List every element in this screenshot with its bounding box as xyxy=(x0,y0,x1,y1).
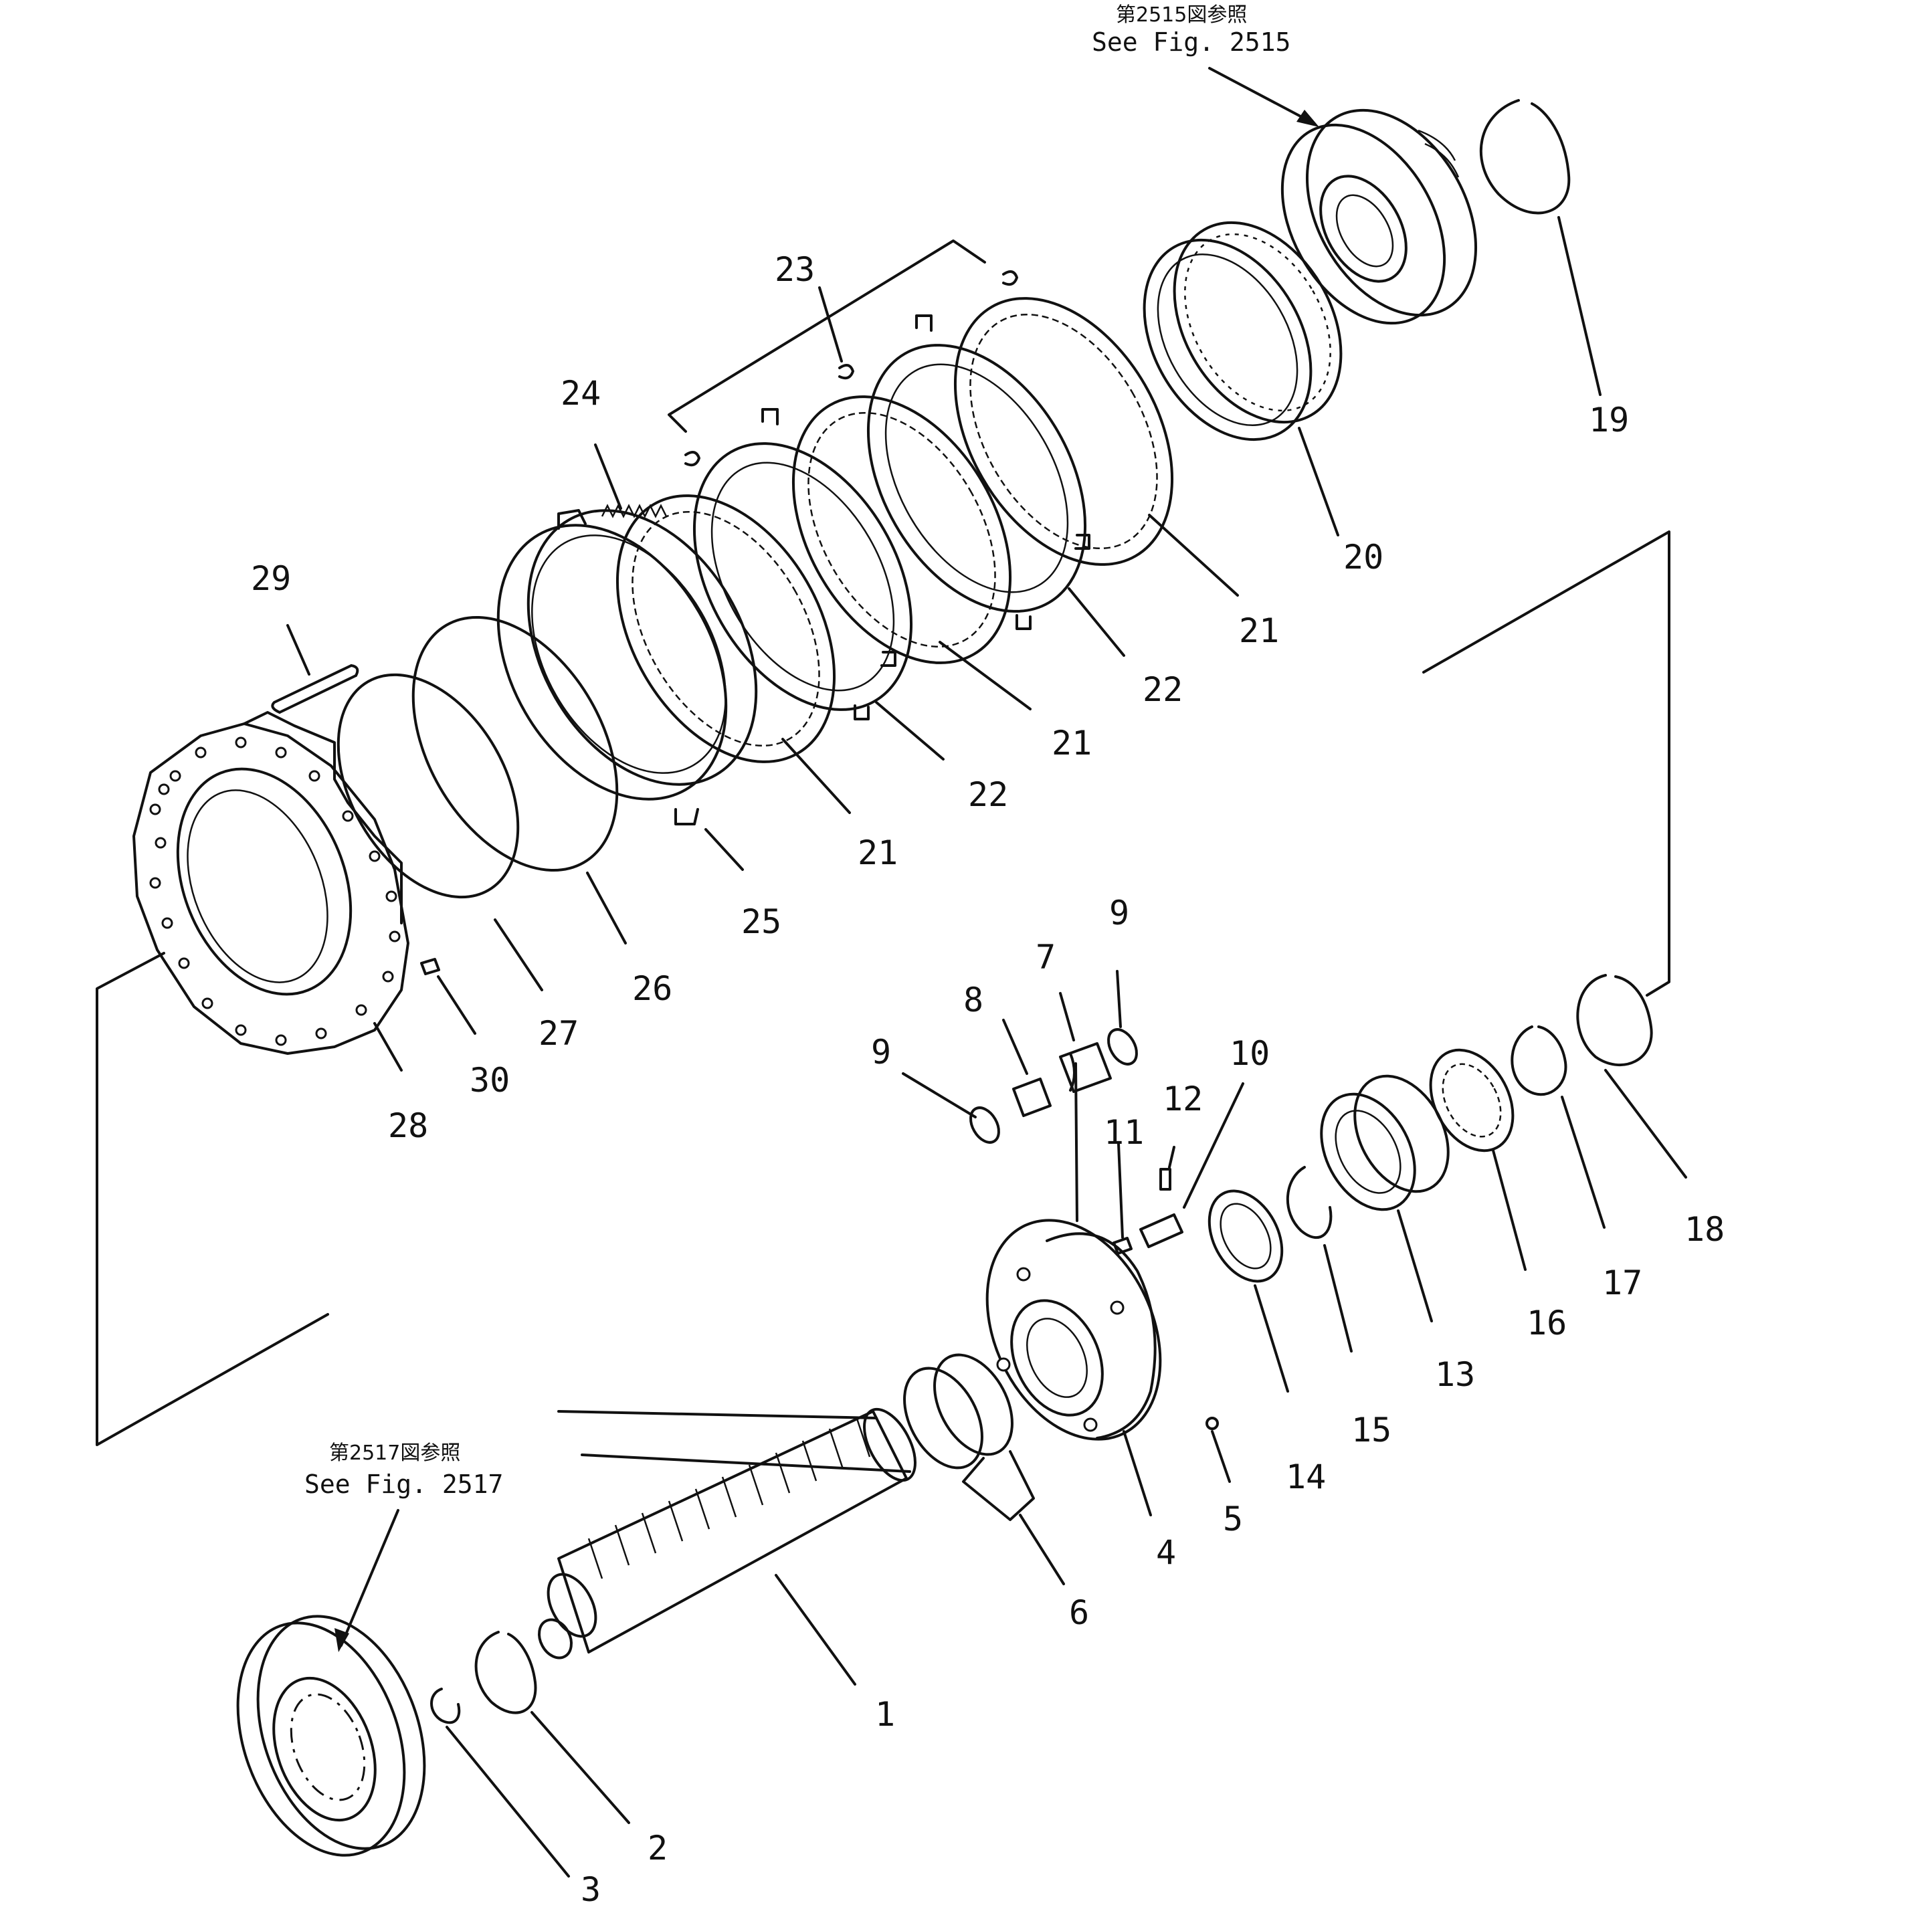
reference-bottom-jp: 第2517図参照 xyxy=(329,1441,460,1465)
part-9-washer-a xyxy=(969,1106,1000,1144)
part-22-plate-top xyxy=(866,314,1090,630)
label-30: 30 xyxy=(470,1061,510,1100)
reference-bottom: 第2517図参照 See Fig. 2517 xyxy=(304,1441,503,1652)
label-16: 16 xyxy=(1527,1304,1567,1342)
label-29: 29 xyxy=(251,559,291,598)
part-20-needle-ring xyxy=(1143,221,1343,441)
leader-lines xyxy=(286,216,1687,1878)
label-9-left: 9 xyxy=(871,1033,891,1072)
label-17: 17 xyxy=(1602,1264,1642,1302)
label-19: 19 xyxy=(1589,401,1629,439)
label-27: 27 xyxy=(539,1014,579,1053)
part-13-bearing xyxy=(1320,1074,1450,1211)
label-24: 24 xyxy=(561,374,601,413)
label-21-low: 21 xyxy=(858,833,898,872)
part-18-snap-ring xyxy=(1576,974,1653,1067)
label-22-top: 22 xyxy=(1143,670,1183,709)
group-bracket-top xyxy=(668,239,986,433)
group-bracket-right xyxy=(1422,530,1670,997)
part-22-plate-mid xyxy=(692,408,913,720)
reference-top-en: See Fig. 2515 xyxy=(1092,27,1290,57)
part-2-snap-ring xyxy=(474,1631,537,1714)
label-1: 1 xyxy=(875,1695,895,1734)
part-labels: 19 20 21 22 21 22 21 25 23 24 26 27 28 2… xyxy=(251,250,1725,1905)
hub-fig-2517 xyxy=(236,1615,426,1857)
part-21-disc-mid xyxy=(791,395,1012,664)
part-5-plug xyxy=(1205,1417,1219,1430)
label-6: 6 xyxy=(1069,1593,1089,1632)
label-25: 25 xyxy=(741,902,781,941)
label-15: 15 xyxy=(1351,1411,1391,1449)
reference-top-jp: 第2515図参照 xyxy=(1116,3,1247,27)
part-8-bushing xyxy=(1012,1078,1052,1117)
part-29-pin xyxy=(271,664,359,714)
part-1-shaft xyxy=(538,1407,916,1660)
group-bracket-left xyxy=(96,952,329,1446)
part-23-clip xyxy=(838,364,854,380)
label-7: 7 xyxy=(1036,938,1056,977)
part-15-snap-ring xyxy=(1286,1166,1333,1239)
part-11-pin xyxy=(1113,1237,1133,1255)
part-30-pin xyxy=(420,958,440,975)
part-17-snap-ring xyxy=(1511,1025,1567,1096)
label-22-mid: 22 xyxy=(968,775,1008,814)
label-10: 10 xyxy=(1230,1034,1270,1073)
part-26-seal-ring xyxy=(411,615,619,872)
label-12: 12 xyxy=(1163,1080,1203,1118)
part-4-carrier xyxy=(985,1219,1162,1441)
reference-top: 第2515図参照 See Fig. 2515 xyxy=(1092,3,1319,127)
part-10-shaft-pin xyxy=(1139,1213,1183,1248)
part-28-housing xyxy=(132,711,409,1055)
label-2: 2 xyxy=(648,1829,668,1868)
label-18: 18 xyxy=(1684,1210,1725,1249)
label-3: 3 xyxy=(581,1870,601,1905)
part-7-pinion-gear xyxy=(1059,1042,1112,1093)
label-9-right: 9 xyxy=(1109,894,1129,932)
part-19-snap-ring xyxy=(1479,99,1571,215)
part-16-ball-bearing xyxy=(1429,1048,1515,1152)
label-21-top: 21 xyxy=(1239,611,1279,650)
label-28: 28 xyxy=(388,1106,428,1145)
part-12-pin xyxy=(1159,1168,1171,1191)
part-23-clip-c xyxy=(684,451,700,467)
part-21-disc-top xyxy=(953,297,1174,566)
part-3-snap-ring xyxy=(430,1688,461,1724)
label-14: 14 xyxy=(1286,1458,1326,1496)
label-5: 5 xyxy=(1223,1500,1243,1538)
label-13: 13 xyxy=(1435,1355,1475,1394)
part-23-clip-b xyxy=(1002,270,1018,286)
label-21-mid: 21 xyxy=(1052,724,1092,763)
reference-bottom-en: See Fig. 2517 xyxy=(304,1470,503,1499)
label-4: 4 xyxy=(1156,1533,1176,1572)
hub-fig-2515 xyxy=(1280,108,1478,325)
part-9-washer-b xyxy=(1107,1028,1138,1066)
part-21-disc-low xyxy=(615,494,836,763)
label-20: 20 xyxy=(1343,538,1383,577)
part-6-seal-rings xyxy=(903,1353,1035,1521)
label-11: 11 xyxy=(1104,1113,1144,1152)
label-8: 8 xyxy=(963,981,983,1019)
label-26: 26 xyxy=(632,969,672,1008)
label-23: 23 xyxy=(775,250,815,289)
part-27-seal-ring xyxy=(336,673,520,899)
part-25-piston xyxy=(496,509,758,825)
part-14-bearing-race xyxy=(1208,1189,1284,1283)
